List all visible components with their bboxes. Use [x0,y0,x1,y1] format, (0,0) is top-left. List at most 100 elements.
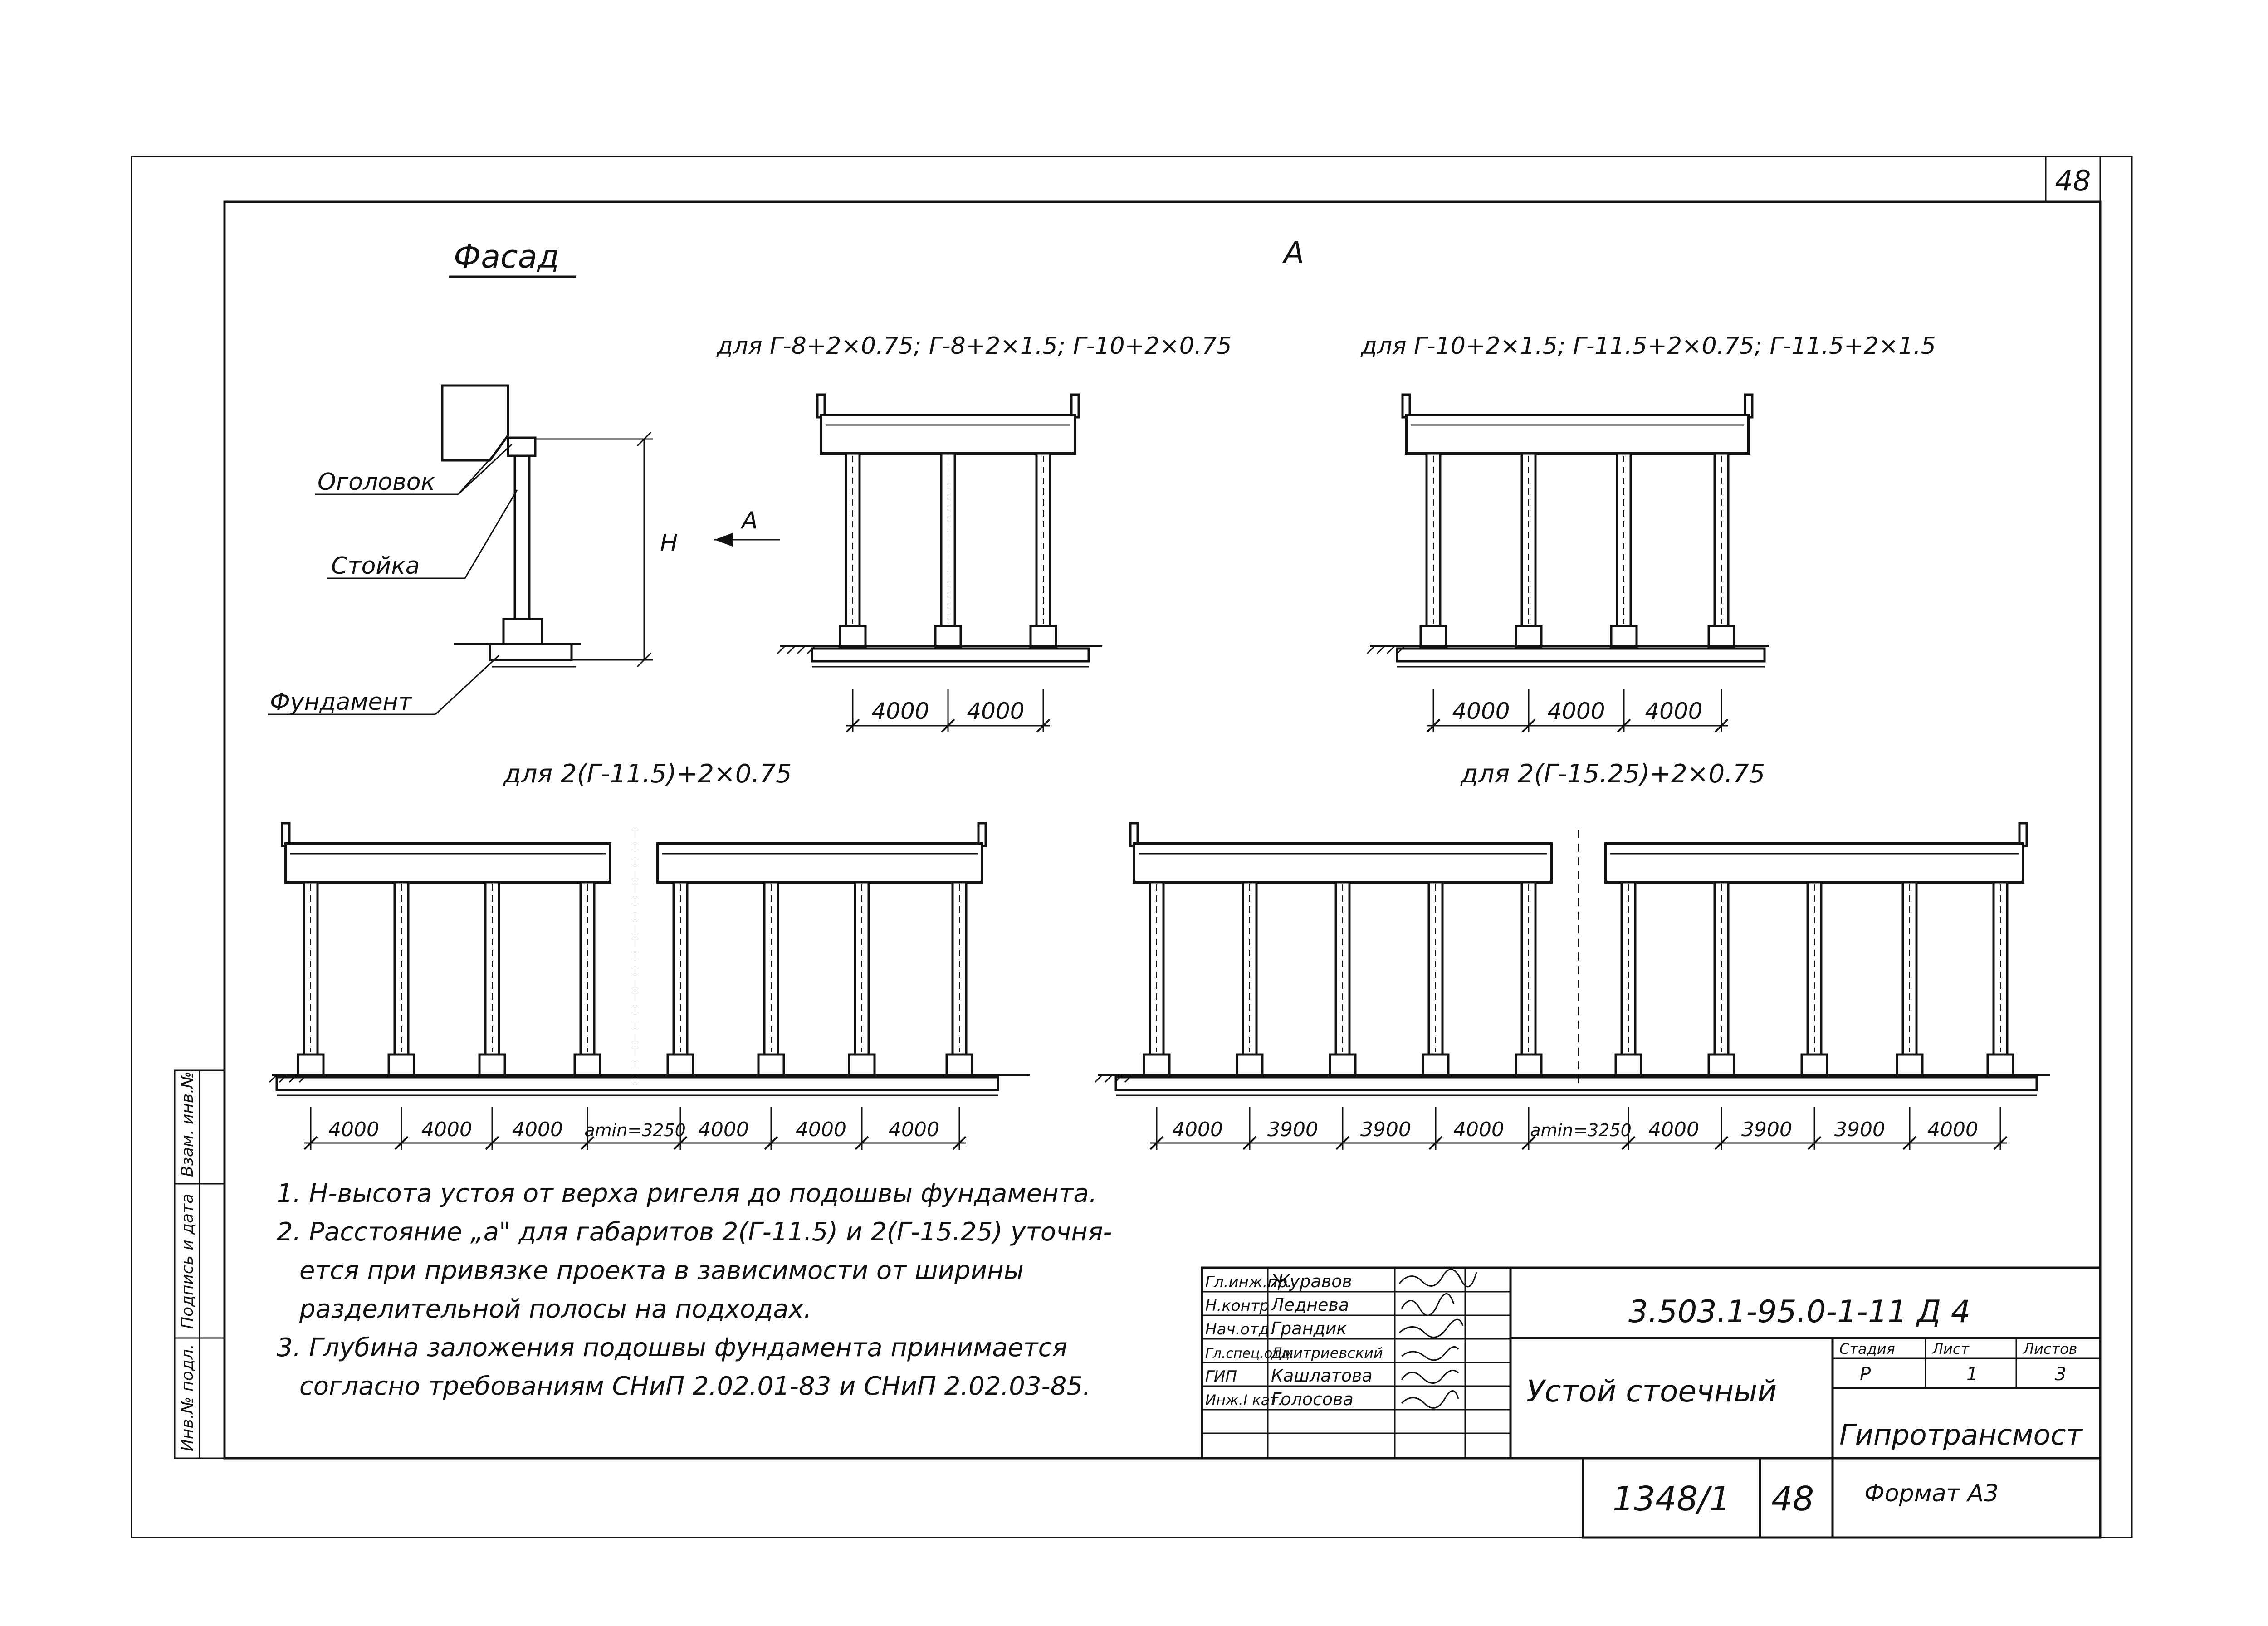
side-stamp: Инв.№ подл. Подпись и дата Взам. инв.№ [174,1069,225,1459]
span-label: 3900 [1741,1118,1792,1141]
elev2-cap-beam [1405,414,1750,455]
hatch [1114,1074,1123,1083]
span-label: 4000 [967,698,1024,724]
staff-name: Кашлатова [1271,1366,1373,1386]
span-label: 4000 [328,1118,379,1141]
footing [1707,1053,1735,1076]
dim-tick [673,1136,688,1150]
footing [945,1053,973,1076]
dim-tick [1428,1136,1443,1150]
hatch [279,1074,288,1083]
span-label: 4000 [1452,698,1510,724]
elev4a-cap-beam [1133,842,1553,884]
dim-tick [1714,1136,1729,1150]
side-column [513,454,531,620]
span-label: аmin=3250 [584,1120,686,1140]
side-stamp-label: Подпись и дата [178,1194,197,1329]
hatch [288,1074,298,1083]
organization: Гипротрансмост [1839,1418,2083,1451]
hatch [1094,1074,1103,1083]
elev3b-cap-beam [656,842,983,884]
page-number: 48 [1771,1480,1814,1519]
caption-elev-1: для Г-8+2×0.75; Г-8+2×1.5; Г-10+2×0.75 [716,332,1232,360]
hatch [797,645,806,654]
span-labels-elev-4: 4000 3900 3900 4000 аmin=3250 4000 3900 … [1172,1118,1978,1141]
footing [1800,1053,1828,1076]
footing [1422,1053,1450,1076]
foundation-slab [1396,647,1766,663]
dim-tick [1807,1136,1822,1150]
side-stamp-label: Инв.№ подл. [178,1344,197,1451]
label-height: Н [660,530,678,557]
sheet-value: 1 [1966,1364,1978,1385]
footing [297,1053,325,1076]
span-label: 4000 [1645,698,1702,724]
label-head: Оголовок [318,469,435,496]
label-arrow: А [740,507,758,534]
caption-elev-3: для 2(Г-11.5)+2×0.75 [503,759,792,789]
footing [1329,1053,1357,1076]
span-label: 4000 [421,1118,472,1141]
facade-title: Фасад [454,238,559,275]
view-label: А [1282,235,1304,270]
span-label: 4000 [889,1118,939,1141]
footing [478,1053,506,1076]
elevation-drawings [269,393,2050,1150]
signatures [1398,1269,1477,1409]
span-labels-elev-2: 4000 4000 4000 [1452,698,1702,724]
span-label: 4000 [1547,698,1605,724]
note-line: разделительной полосы на подходах. [299,1294,811,1324]
column [484,881,500,1056]
footing [573,1053,601,1076]
staff-table: Гл.инж.пр. Журавов Н.контр Леднева Нач.о… [1205,1271,1383,1409]
head-cap [507,436,537,457]
footing [1707,625,1735,648]
foundation-slab [1114,1076,2038,1091]
span-label: 4000 [698,1118,749,1141]
object-name: Устой стоечный [1526,1374,1777,1409]
staff-name: Леднева [1270,1295,1349,1315]
sheets-value: 3 [2055,1364,2066,1385]
footing [1515,625,1543,648]
column [1425,452,1442,627]
hatch [1396,645,1405,654]
dim-tick [1993,1136,2008,1150]
dim-tick [1426,718,1441,733]
span-label: 4000 [871,698,929,724]
dim-tick [580,1136,595,1150]
hatch [298,1074,308,1083]
staff-role: ГИП [1205,1367,1237,1386]
dim-tick [394,1136,409,1150]
corner-sheet-number: 48 [2055,164,2091,197]
backwall-block [441,384,509,462]
caption-elev-2: для Г-10+2×1.5; Г-11.5+2×0.75; Г-11.5+2×… [1360,332,1936,360]
span-labels-elev-3: 4000 4000 4000 аmin=3250 4000 4000 4000 [328,1118,939,1141]
staff-name: Дмитриевский [1270,1344,1383,1362]
staff-name: Голосова [1271,1389,1354,1409]
hatch [269,1074,278,1083]
dim-tick [1149,1136,1164,1150]
staff-role: Н.контр [1205,1297,1269,1315]
staff-role: Гл.инж.пр. [1205,1273,1292,1291]
hatch [1124,1074,1133,1083]
stage-header: Стадия [1839,1340,1895,1357]
abutment-side-view [268,384,780,715]
span-label: 3900 [1360,1118,1411,1141]
span-label: 4000 [1453,1118,1504,1141]
dim-tick [1621,1136,1636,1150]
staff-role: Гл.спец.отд. [1205,1346,1294,1362]
outer-border [131,156,2133,1538]
elev3a-cap-beam [284,842,611,884]
note-line: 3. Глубина заложения подошвы фундамента … [277,1333,1067,1362]
footing [1143,1053,1171,1076]
footing [1610,625,1638,648]
side-footing-slab [489,643,573,661]
sheet-header: Лист [1932,1340,1970,1357]
corner-number-box [2045,156,2101,203]
footing [1236,1053,1264,1076]
caption-elev-4: для 2(Г-15.25)+2×0.75 [1460,759,1765,789]
dim-tick [941,718,955,733]
dim-tick [952,1136,967,1150]
dim-tick [1902,1136,1917,1150]
note-line: ется при привязке проекта в зависимости … [299,1256,1024,1285]
